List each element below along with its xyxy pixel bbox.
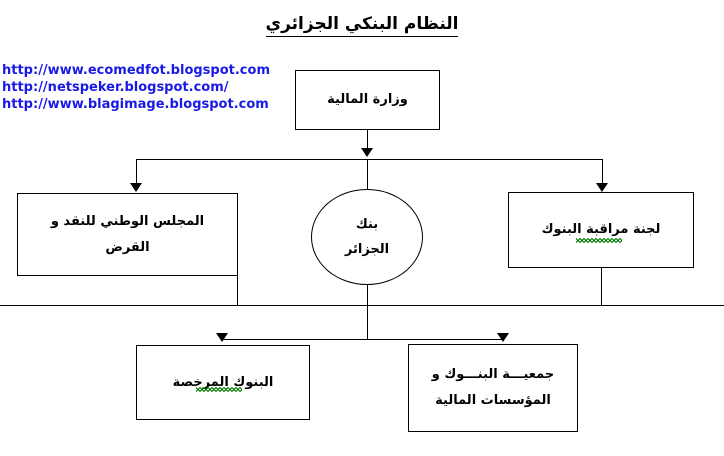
page-title-text: النظام البنكي الجزائري xyxy=(265,14,459,37)
edge-to-supervision-arrowhead xyxy=(596,183,608,192)
edge-ministry-stem xyxy=(367,130,368,150)
edge-to-supervision-stem xyxy=(602,159,603,184)
node-licensed-banks[interactable]: البنوك المرخصة xyxy=(136,345,310,420)
node-national-council-money-credit-line-1: المجلس الوطني للنقد و xyxy=(50,213,205,229)
watermark-url-1[interactable]: http://www.ecomedfot.blogspot.com xyxy=(2,63,270,78)
node-ministry-of-finance-line-1: وزارة المالية xyxy=(327,92,408,107)
edge-to-bank-of-algeria-stem xyxy=(367,159,368,189)
edge-ministry-arrowhead xyxy=(361,148,373,157)
node-bank-of-algeria[interactable]: بنك الجزائر xyxy=(311,189,423,285)
edge-to-licensed-banks-arrowhead xyxy=(216,333,228,342)
edge-supervision-down-stem xyxy=(601,268,602,305)
edge-to-council-stem xyxy=(136,159,137,184)
edge-council-down-stem xyxy=(237,276,238,305)
watermark-urls: http://www.ecomedfot.blogspot.com http:/… xyxy=(2,62,270,113)
node-bank-of-algeria-line-1: بنك xyxy=(355,217,379,232)
node-banking-supervision-committee-line-1: لجنة مراقبة البنوك xyxy=(541,222,661,237)
node-association-banks-financial-institutions[interactable]: جمعيـــة البنـــوك و المؤسسات المالية xyxy=(408,344,578,432)
page-title: النظام البنكي الجزائري xyxy=(0,14,724,37)
node-banking-supervision-committee[interactable]: لجنة مراقبة البنوك xyxy=(508,192,694,268)
node-association-line-1: جمعيـــة البنـــوك و xyxy=(431,367,555,382)
node-national-council-money-credit-line-2: القرض xyxy=(105,239,150,255)
edge-to-association-arrowhead xyxy=(497,333,509,342)
node-association-line-2: المؤسسات المالية xyxy=(435,393,551,408)
watermark-url-2[interactable]: http://netspeker.blogspot.com/ xyxy=(2,80,229,95)
node-ministry-of-finance[interactable]: وزارة المالية xyxy=(295,70,440,130)
node-national-council-money-credit[interactable]: المجلس الوطني للنقد و القرض xyxy=(17,193,238,276)
watermark-url-3[interactable]: http://www.blagimage.blogspot.com xyxy=(2,97,269,112)
node-licensed-banks-line-1: البنوك المرخصة xyxy=(172,374,274,390)
edge-bus-level3 xyxy=(222,339,503,340)
edge-to-council-arrowhead xyxy=(130,183,142,192)
edge-bus-mid xyxy=(0,305,724,306)
node-bank-of-algeria-line-2: الجزائر xyxy=(344,242,390,257)
edge-bank-of-algeria-down-stem xyxy=(367,285,368,340)
edge-bus-level1 xyxy=(136,159,603,160)
